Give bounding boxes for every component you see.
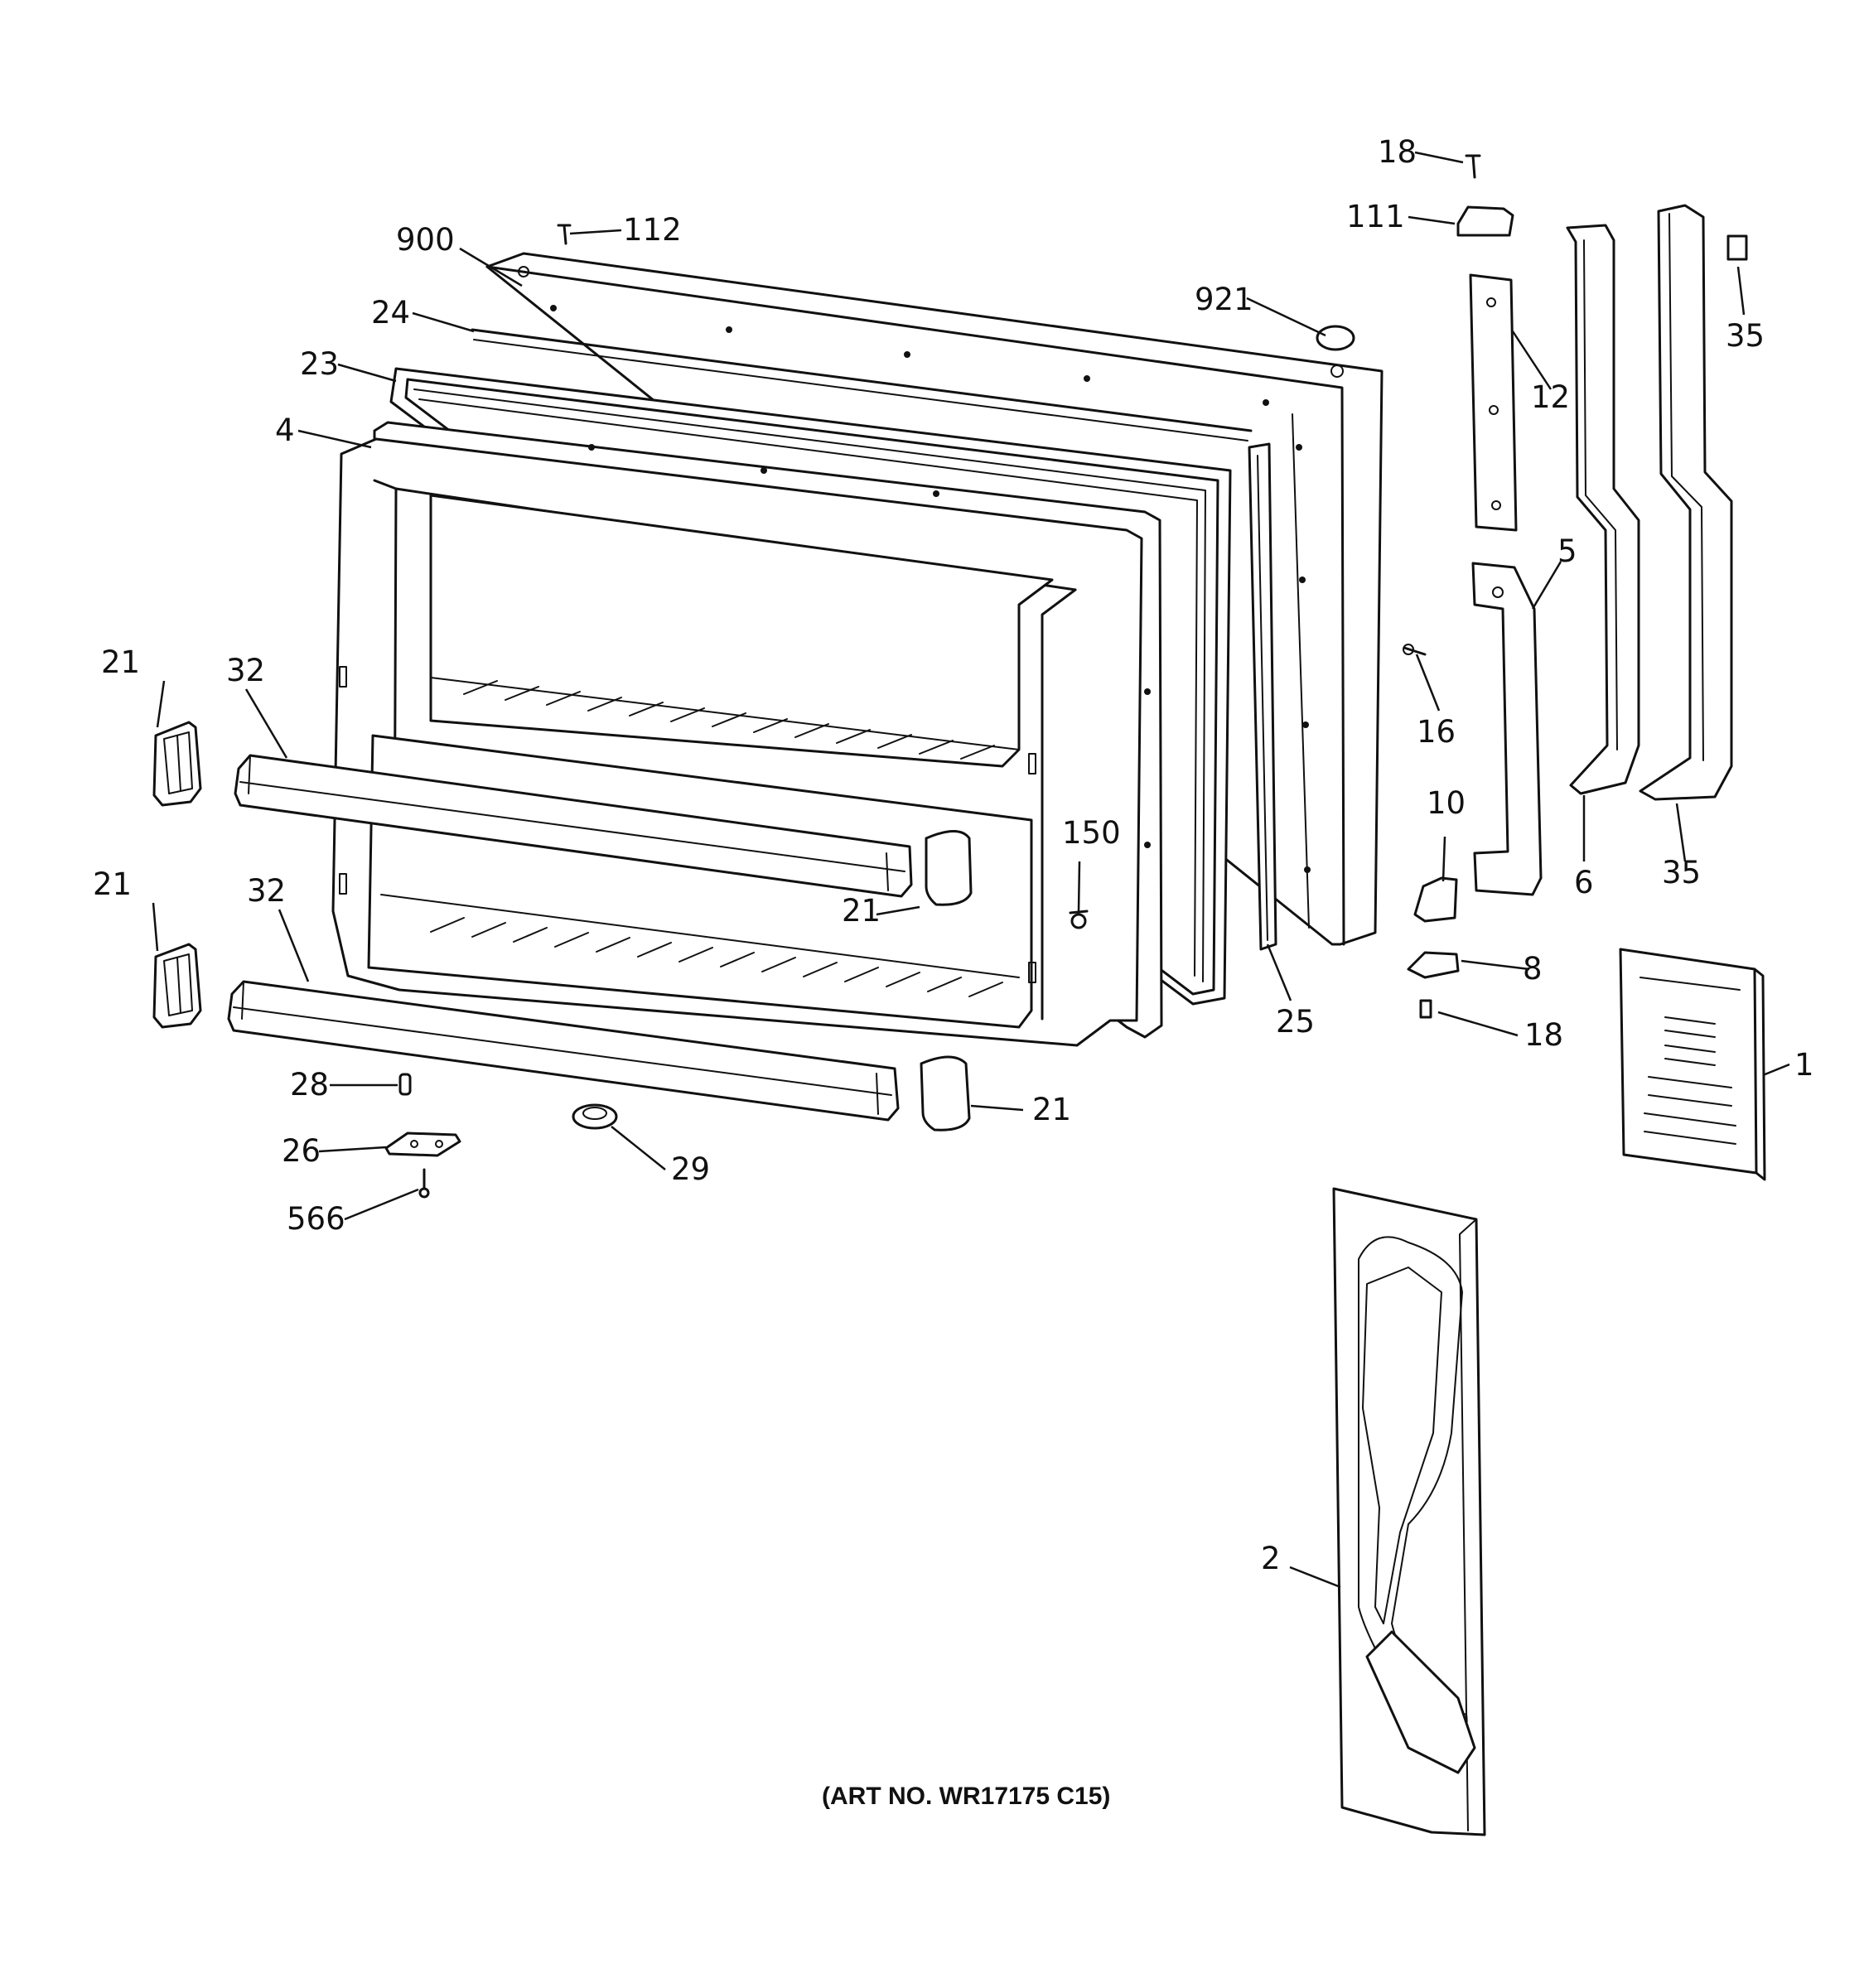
callout-21-right-lower: 21 — [1032, 1092, 1071, 1127]
bracket-111 — [1456, 205, 1514, 237]
hinge-plate-12 — [1469, 273, 1518, 532]
callout-23: 23 — [300, 346, 339, 382]
end-cap-left-lower — [152, 943, 202, 1029]
cap-35 — [1726, 234, 1748, 261]
gasket-strip-24 — [471, 328, 1253, 442]
callout-25: 25 — [1276, 1004, 1315, 1040]
screw-18-bottom — [1419, 999, 1432, 1019]
callout-labels: 18 111 112 900 921 24 12 35 23 4 5 21 32… — [93, 134, 1814, 1576]
callout-6: 6 — [1574, 865, 1594, 900]
screw-150 — [1069, 910, 1089, 929]
callout-900: 900 — [396, 222, 455, 258]
callout-18-top: 18 — [1378, 134, 1417, 170]
callout-35-top: 35 — [1726, 318, 1765, 354]
shipping-carton-2 — [1332, 1187, 1486, 1836]
callout-1: 1 — [1794, 1047, 1814, 1083]
screw-28 — [398, 1073, 412, 1096]
handle-bracket-5 — [1471, 562, 1543, 896]
handle-6 — [1566, 224, 1640, 795]
screw-566 — [418, 1168, 430, 1199]
callout-35-bottom: 35 — [1662, 855, 1701, 890]
callout-21-left-lower: 21 — [93, 866, 132, 902]
callout-8: 8 — [1523, 951, 1543, 987]
callout-21-left-upper: 21 — [101, 644, 140, 680]
bumper-29 — [572, 1103, 618, 1130]
screw-16 — [1403, 644, 1427, 656]
bracket-26 — [384, 1132, 461, 1157]
end-cap-left-upper — [152, 721, 202, 807]
callout-566: 566 — [287, 1201, 345, 1237]
seal-strip-25 — [1248, 442, 1277, 951]
shelf-rail-upper — [234, 754, 913, 898]
callout-28: 28 — [290, 1067, 329, 1103]
callout-16: 16 — [1417, 714, 1456, 750]
stop-10 — [1413, 876, 1458, 923]
end-cap-right-upper — [925, 830, 973, 906]
callout-10: 10 — [1427, 785, 1466, 821]
callout-32-lower: 32 — [247, 873, 286, 909]
callout-32-upper: 32 — [226, 653, 265, 688]
callout-5: 5 — [1557, 533, 1577, 569]
end-cap-right-lower — [920, 1055, 971, 1132]
leader-lines — [152, 151, 1790, 1589]
callout-4: 4 — [275, 413, 295, 448]
hinge-8 — [1407, 951, 1460, 979]
callout-21-right-upper: 21 — [842, 893, 881, 929]
art-number-caption: (ART NO. WR17175 C15) — [822, 1783, 1110, 1810]
shelf-rail-lower — [227, 980, 900, 1122]
callout-24: 24 — [371, 295, 410, 331]
callout-111: 111 — [1346, 199, 1405, 234]
callout-2: 2 — [1261, 1541, 1281, 1576]
callout-29: 29 — [671, 1151, 710, 1187]
callout-12: 12 — [1531, 379, 1570, 415]
callout-921: 921 — [1195, 282, 1253, 317]
callout-150: 150 — [1062, 815, 1121, 851]
callout-112: 112 — [623, 212, 682, 248]
door-liner — [331, 421, 1163, 1047]
callout-26: 26 — [282, 1133, 321, 1169]
screw-18-top — [1465, 154, 1481, 179]
plug-921 — [1316, 325, 1355, 351]
owners-manual — [1619, 948, 1766, 1181]
handle-35 — [1639, 204, 1733, 801]
callout-18-bottom: 18 — [1524, 1017, 1563, 1053]
screw-112 — [557, 224, 572, 245]
